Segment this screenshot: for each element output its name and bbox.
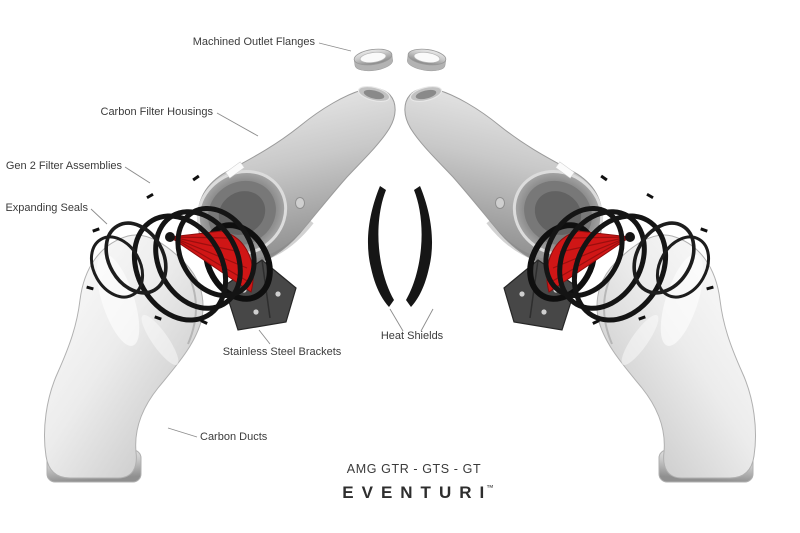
brand-text: EVENTURI xyxy=(342,483,493,502)
leader-housings xyxy=(216,112,259,137)
leader-seals xyxy=(90,208,108,225)
label-gen2-filter-assemblies: Gen 2 Filter Assemblies xyxy=(5,160,122,172)
outlet-flange-left xyxy=(353,48,393,72)
leader-heatshield-left xyxy=(389,308,404,332)
carbon-duct-left xyxy=(44,234,204,483)
cone-apex-cap xyxy=(165,232,175,242)
trademark-symbol: ™ xyxy=(486,483,494,492)
leader-ducts xyxy=(167,427,198,438)
filter-assembly-left xyxy=(131,205,273,323)
expanding-seals-left xyxy=(89,221,168,299)
label-expanding-seals: Expanding Seals xyxy=(5,202,88,214)
left-assembly xyxy=(44,48,396,483)
label-machined-outlet-flanges: Machined Outlet Flanges xyxy=(192,36,315,48)
label-heat-shields: Heat Shields xyxy=(380,330,444,342)
brand-logo: EVENTURI™ xyxy=(334,483,493,503)
leader-brackets xyxy=(258,329,271,345)
housing-sticker xyxy=(225,161,245,179)
label-carbon-ducts: Carbon Ducts xyxy=(200,431,268,443)
leader-lines xyxy=(90,42,434,438)
leader-filters xyxy=(124,166,151,184)
sensor-nub xyxy=(295,197,305,209)
leader-heatshield-right xyxy=(420,308,434,332)
fastener-clips xyxy=(86,174,208,325)
filter-base-ring xyxy=(203,222,273,302)
filter-pleats xyxy=(171,236,250,283)
model-line: AMG GTR - GTS - GT xyxy=(346,462,482,476)
label-carbon-filter-housings: Carbon Filter Housings xyxy=(100,106,214,118)
label-stainless-steel-brackets: Stainless Steel Brackets xyxy=(222,346,342,358)
heat-shield-left xyxy=(367,186,394,307)
right-assembly xyxy=(405,47,756,482)
leader-flanges xyxy=(318,42,352,52)
